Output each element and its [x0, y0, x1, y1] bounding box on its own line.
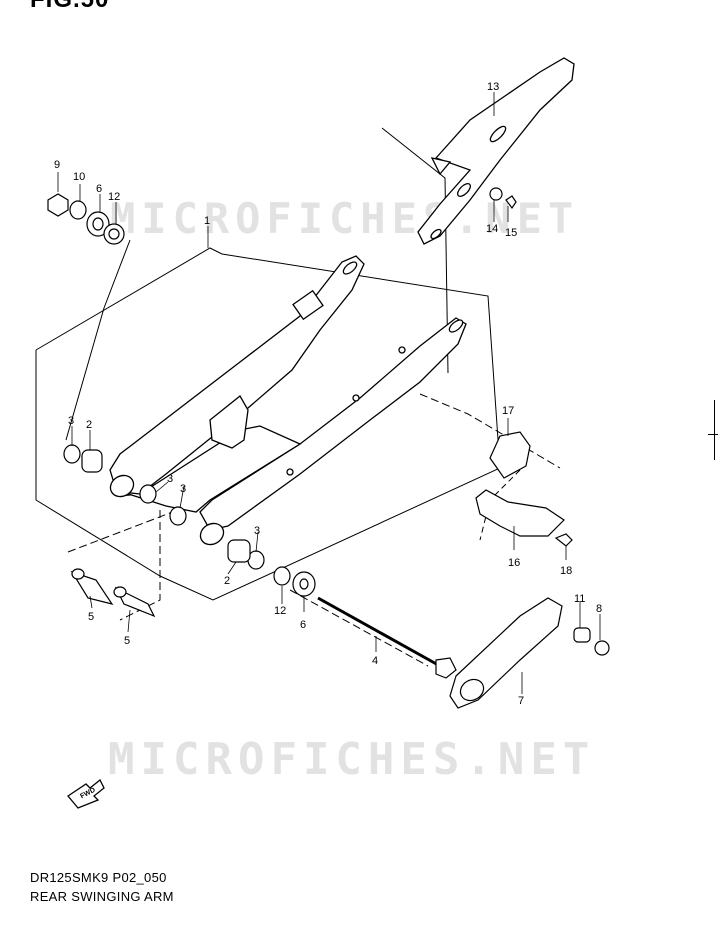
- edge-bracket: [714, 400, 718, 460]
- assembly-boundary: [35, 247, 501, 601]
- diagram-caption: REAR SWINGING ARM: [30, 889, 174, 904]
- callout-8: 8: [596, 603, 602, 615]
- callout-12a: 12: [108, 191, 120, 203]
- callout-16: 16: [508, 557, 520, 569]
- swingarm-part: [109, 255, 467, 546]
- callout-3c: 3: [180, 483, 186, 495]
- callout-6b: 6: [300, 619, 306, 631]
- callout-2b: 2: [224, 575, 230, 587]
- callout-6a: 6: [96, 183, 102, 195]
- callout-13: 13: [487, 81, 499, 93]
- callout-10: 10: [73, 171, 85, 183]
- chainguard-boundary: [381, 127, 449, 374]
- callout-leaders: [57, 92, 601, 694]
- model-code: DR125SMK9 P02_050: [30, 870, 167, 885]
- callout-11: 11: [574, 593, 585, 605]
- callout-labels: 1 2 2 3 3 3 3 4 5 5 6 6 7 8 9 10 11 12 1…: [54, 81, 602, 800]
- callout-3b: 3: [167, 473, 173, 485]
- watermark-bottom: MICROFICHES.NET: [108, 734, 596, 785]
- callout-15: 15: [505, 227, 517, 239]
- callout-5b: 5: [124, 635, 130, 647]
- chain-guard-part: [417, 57, 575, 245]
- edge-tick: [708, 434, 718, 435]
- leader-dash-4: [289, 589, 429, 667]
- watermark-top: MICROFICHES.NET: [110, 194, 580, 243]
- leader-top-washers: [65, 239, 131, 441]
- leader-dash-3: [119, 510, 161, 621]
- callout-17: 17: [502, 405, 514, 417]
- callout-9: 9: [54, 159, 60, 171]
- figure-title: FIG.50: [30, 0, 109, 14]
- callout-14: 14: [486, 223, 498, 235]
- callout-7: 7: [518, 695, 524, 707]
- callout-2a: 2: [86, 419, 92, 431]
- hardware-parts: [47, 187, 610, 809]
- callout-5a: 5: [88, 611, 94, 623]
- callout-3a: 3: [68, 415, 74, 427]
- callout-1: 1: [204, 215, 210, 227]
- callout-12b: 12: [274, 605, 286, 617]
- callout-4: 4: [372, 655, 378, 667]
- callout-18: 18: [560, 565, 572, 577]
- callout-3d: 3: [254, 525, 260, 537]
